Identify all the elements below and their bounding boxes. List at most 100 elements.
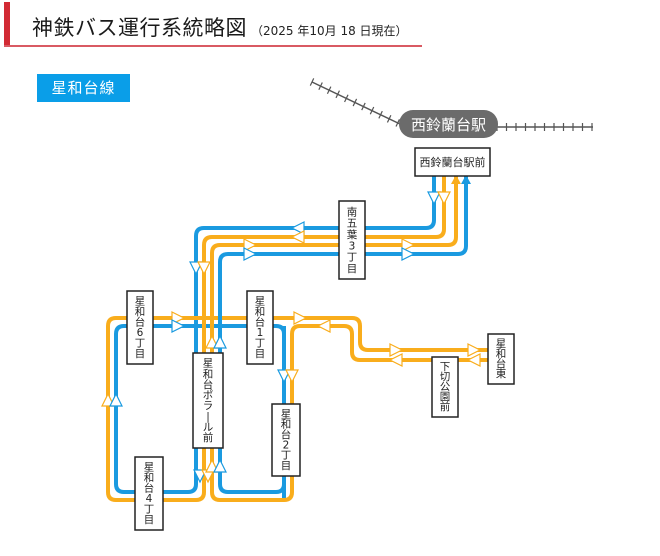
stop-name-char: 和 — [496, 348, 507, 360]
title-date: （2025 年10月 18 日現在） — [251, 24, 408, 38]
direction-arrow-icon — [109, 392, 123, 407]
direction-arrow-icon — [171, 319, 186, 333]
direction-arrow-icon — [466, 353, 481, 367]
stop-box — [414, 147, 491, 177]
stop-name-char: 和 — [255, 306, 266, 318]
stop-box — [126, 290, 154, 365]
direction-arrow-icon — [401, 238, 416, 252]
route-line-orange-inner — [210, 176, 490, 502]
direction-arrow-icon — [213, 458, 227, 473]
stop-name-char: 五 — [347, 218, 358, 230]
railway-tie — [369, 106, 375, 115]
stop-name-char: 6 — [137, 327, 144, 339]
stop-name-char: 和 — [203, 368, 214, 380]
bus-stop-nishisuzurandai-ekimae[interactable]: 西鈴蘭台駅前 — [414, 147, 491, 177]
stop-name-char: 1 — [257, 327, 264, 339]
stop-name: 西鈴蘭台駅前 — [420, 155, 486, 169]
stop-name-char: 星 — [496, 338, 507, 350]
stop-name-char: 目 — [255, 348, 266, 360]
direction-arrow-icon — [316, 319, 331, 333]
railway-tie — [344, 94, 349, 103]
stop-box — [431, 356, 459, 418]
title-main: 神鉄バス運行系統略図 — [32, 16, 247, 40]
direction-arrow-icon — [437, 191, 451, 206]
stop-name-char: 目 — [144, 514, 155, 526]
stop-name-char: | — [206, 411, 210, 423]
route-line-orange-outer — [106, 176, 490, 502]
direction-arrows — [101, 191, 482, 484]
direction-arrow-icon — [389, 343, 404, 357]
stop-name-char: 台 — [135, 316, 146, 329]
stop-name-char: 星 — [144, 462, 155, 474]
title-accent-bar — [4, 2, 10, 46]
direction-arrow-icon — [427, 191, 441, 206]
railway-tie — [309, 78, 315, 86]
stop-name-char: 和 — [144, 472, 155, 484]
direction-arrow-icon — [285, 369, 299, 384]
title-bar: 神鉄バス運行系統略図 （2025 年10月 18 日現在） — [0, 0, 422, 47]
stop-name-char: 星 — [281, 408, 292, 420]
stop-name-char: 星 — [203, 358, 214, 370]
stop-name-char: 和 — [135, 306, 146, 318]
stop-name-char: 2 — [283, 439, 290, 451]
railway-line — [309, 78, 593, 131]
stop-box — [487, 333, 515, 385]
stop-name-char: 台 — [144, 482, 155, 495]
direction-arrow-icon — [388, 353, 403, 367]
stop-name-char: 目 — [281, 460, 292, 472]
stop-name-char: 星 — [135, 296, 146, 308]
stop-name-char: 南 — [347, 205, 358, 218]
direction-arrow-icon — [290, 221, 305, 235]
stop-name-char: ル — [203, 421, 214, 433]
stop-name-char: 台 — [496, 357, 507, 370]
line-name-badge: 星和台線 — [37, 74, 130, 102]
stop-name-char: 目 — [135, 348, 146, 360]
stop-name-char: 丁 — [144, 504, 155, 516]
stop-name-char: 丁 — [135, 338, 146, 350]
railway-tie — [352, 98, 358, 107]
stop-name-char: 葉 — [347, 228, 358, 241]
stop-name-char: 切 — [440, 371, 451, 383]
railway-track — [311, 81, 401, 125]
stop-name-char: 台 — [255, 316, 266, 329]
stop-box — [246, 290, 274, 365]
direction-arrow-icon — [467, 343, 482, 357]
railway-station[interactable]: 西鈴蘭台駅 — [399, 110, 498, 138]
page-title: 神鉄バス運行系統略図 （2025 年10月 18 日現在） — [32, 12, 408, 42]
railway-tie — [395, 119, 401, 127]
direction-arrow-icon — [290, 230, 305, 244]
direction-arrow-icon — [243, 247, 258, 261]
title-underline — [4, 45, 422, 47]
railway-tie — [335, 90, 340, 99]
stop-name-char: 園 — [440, 391, 451, 403]
stop-name-char: 3 — [349, 240, 356, 252]
direction-arrow-icon — [401, 247, 416, 261]
station-name: 西鈴蘭台駅 — [411, 116, 486, 134]
stop-box — [271, 403, 301, 477]
direction-arrow-icon — [293, 311, 308, 325]
arrowhead-icon — [461, 175, 471, 184]
stop-name-char: 下 — [440, 361, 451, 373]
stop-name-char: 4 — [146, 493, 153, 505]
railway-tie — [378, 110, 383, 119]
stop-box — [192, 352, 224, 449]
stop-box — [134, 456, 164, 531]
railway-tie — [361, 102, 366, 111]
railway-tie — [318, 82, 323, 90]
stop-name-char: 前 — [440, 400, 451, 413]
station-pill — [399, 110, 498, 138]
direction-arrow-icon — [213, 334, 227, 349]
direction-arrow-icon — [197, 261, 211, 276]
arrowhead-icon — [451, 175, 461, 184]
stop-name-char: 丁 — [255, 338, 266, 350]
stop-name-char: 台 — [281, 428, 292, 441]
